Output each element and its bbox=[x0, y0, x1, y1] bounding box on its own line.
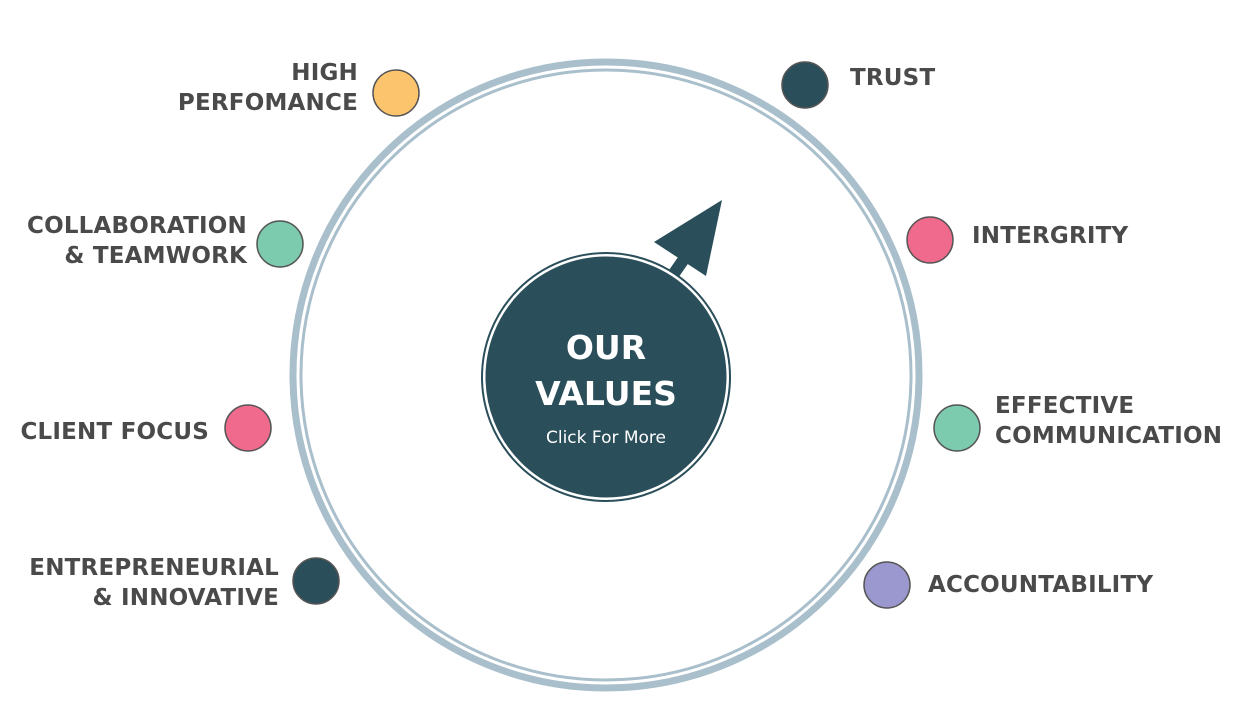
entrepreneurial-dot-icon[interactable] bbox=[292, 557, 340, 605]
value-label-line1: COLLABORATION bbox=[27, 213, 247, 239]
center-title-line2: VALUES bbox=[535, 374, 677, 413]
client-focus-dot-icon[interactable] bbox=[224, 404, 272, 452]
value-label-client-focus[interactable]: CLIENT FOCUS bbox=[20, 417, 209, 447]
value-label-line1: CLIENT FOCUS bbox=[20, 419, 209, 445]
value-label-line2: COMMUNICATION bbox=[995, 423, 1223, 449]
center-circle[interactable] bbox=[482, 253, 730, 501]
value-label-line2: & TEAMWORK bbox=[64, 243, 247, 269]
value-label-trust[interactable]: TRUST bbox=[850, 63, 935, 93]
value-label-line1: ACCOUNTABILITY bbox=[928, 572, 1154, 598]
value-label-line1: HIGH bbox=[291, 60, 358, 86]
value-label-entrepreneurial[interactable]: ENTREPRENEURIAL & INNOVATIVE bbox=[29, 553, 279, 613]
outer-ring-inner bbox=[299, 68, 913, 682]
integrity-dot-icon[interactable] bbox=[906, 216, 954, 264]
high-performance-dot-icon[interactable] bbox=[372, 69, 420, 117]
center-title-line1: OUR bbox=[565, 328, 647, 367]
value-label-line2: & INNOVATIVE bbox=[92, 585, 279, 611]
value-label-high-performance[interactable]: HIGH PERFOMANCE bbox=[178, 58, 358, 118]
click-for-more-link[interactable]: Click For More bbox=[545, 428, 667, 448]
value-label-line1: ENTREPRENEURIAL bbox=[29, 555, 279, 581]
value-label-accountability[interactable]: ACCOUNTABILITY bbox=[928, 570, 1153, 600]
center-circle-outline bbox=[481, 252, 731, 502]
value-label-line1: TRUST bbox=[850, 65, 936, 91]
value-label-line1: INTERGRITY bbox=[972, 223, 1129, 249]
value-label-effective-communication[interactable]: EFFECTIVE COMMUNICATION bbox=[995, 391, 1222, 451]
trust-dot-icon[interactable] bbox=[781, 61, 829, 109]
collaboration-dot-icon[interactable] bbox=[256, 220, 304, 268]
value-label-collaboration[interactable]: COLLABORATION & TEAMWORK bbox=[27, 211, 247, 271]
value-label-line1: EFFECTIVE bbox=[995, 393, 1135, 419]
effective-communication-dot-icon[interactable] bbox=[933, 404, 981, 452]
outer-ring bbox=[289, 58, 923, 692]
value-label-integrity[interactable]: INTERGRITY bbox=[972, 221, 1128, 251]
accountability-dot-icon[interactable] bbox=[863, 561, 911, 609]
value-label-line2: PERFOMANCE bbox=[177, 90, 358, 116]
